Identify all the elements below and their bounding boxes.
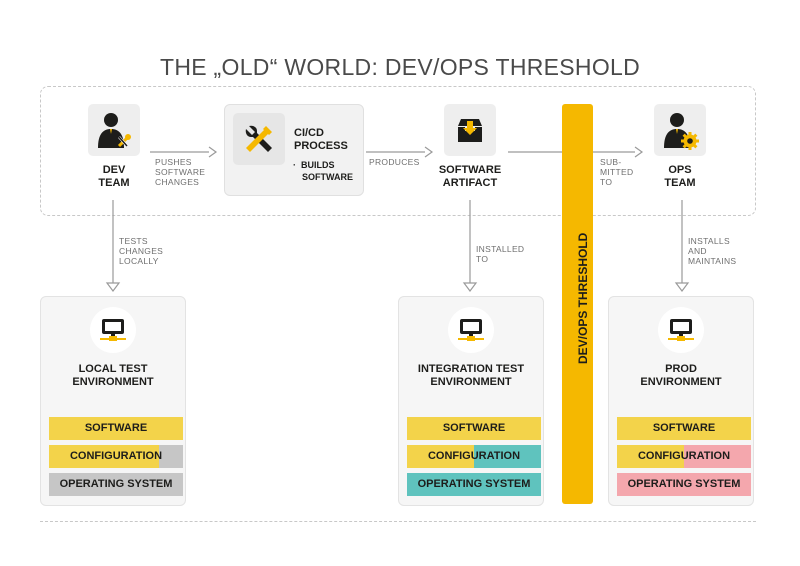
artifact-label: SOFTWARE ARTIFACT [438,164,502,189]
env-title: PROD ENVIRONMENT [640,363,722,388]
env-title: LOCAL TEST ENVIRONMENT [72,363,154,388]
layer-software: SOFTWARE [407,417,541,440]
devops-threshold-bar: DEV/OPS THRESHOLD [562,104,593,504]
layer-operating-system: OPERATING SYSTEM [49,473,183,496]
layer-configuration: CONFIGURATION [617,445,751,468]
computer-icon [668,319,694,341]
computer-icon [458,319,484,341]
edge-label-produces: PRODUCES [369,157,420,167]
operator-person-icon [664,113,699,150]
page-title: THE „OLD“ WORLD: DEV/OPS THRESHOLD [159,54,641,80]
dev-team-icon-box [88,104,140,156]
layer-configuration: CONFIGURATION [49,445,183,468]
tools-icon [245,125,272,152]
layer-configuration: CONFIGURATION [407,445,541,468]
env-title: INTEGRATION TEST ENVIRONMENT [417,363,525,388]
dashed-group-frame [40,86,756,216]
cicd-process-box: CI/CD PROCESS · BUILDS SOFTWARE [224,104,364,196]
cicd-title: CI/CD PROCESS [294,127,348,152]
bottom-divider [40,521,756,522]
cicd-icon-box [233,113,285,165]
download-box-icon [458,119,482,142]
local-test-environment-card: LOCAL TEST ENVIRONMENT SOFTWARE CONFIGUR… [40,296,186,506]
layer-software: SOFTWARE [49,417,183,440]
computer-icon-wrap [90,307,136,353]
artifact-icon-box [444,104,496,156]
ops-team-icon-box [654,104,706,156]
layer-software: SOFTWARE [617,417,751,440]
devops-threshold-label: DEV/OPS THRESHOLD [576,232,590,364]
prod-environment-card: PROD ENVIRONMENT SOFTWARE CONFIGURATION … [608,296,754,506]
dev-team-label: DEV TEAM [98,164,130,189]
layer-operating-system: OPERATING SYSTEM [617,473,751,496]
computer-icon-wrap [448,307,494,353]
bullet-marker: · [293,160,296,170]
computer-icon [100,319,126,341]
integration-test-environment-card: INTEGRATION TEST ENVIRONMENT SOFTWARE CO… [398,296,544,506]
developer-person-icon [98,113,131,148]
cicd-bullet: · BUILDS SOFTWARE [293,160,353,182]
layer-operating-system: OPERATING SYSTEM [407,473,541,496]
computer-icon-wrap [658,307,704,353]
ops-team-label: OPS TEAM [664,164,696,189]
